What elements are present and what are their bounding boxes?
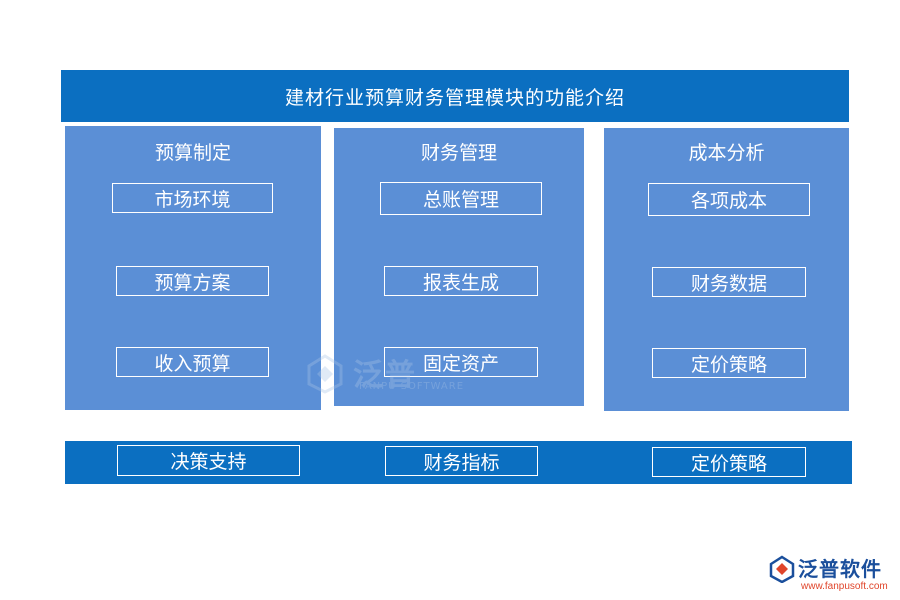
fanpu-logo-icon	[769, 555, 795, 583]
watermark: 泛普 FANPU SOFTWARE	[305, 350, 495, 398]
column-title: 财务管理	[420, 142, 497, 164]
item-box: 财务数据	[652, 267, 806, 297]
fanpu-logo-icon	[307, 354, 343, 394]
column-finance: 财务管理 总账管理 报表生成 固定资产	[334, 128, 584, 406]
item-box: 收入预算	[116, 347, 269, 377]
brand-name: 泛普软件	[798, 557, 882, 581]
brand-logo: 泛普软件 www.fanpusoft.com	[768, 553, 892, 597]
column-title: 成本分析	[688, 142, 765, 164]
item-box: 各项成本	[648, 183, 810, 216]
brand-url: www.fanpusoft.com	[801, 581, 888, 592]
bottom-item-box: 决策支持	[117, 445, 300, 476]
watermark-subtitle: FANPU SOFTWARE	[359, 381, 465, 392]
item-box: 预算方案	[116, 266, 269, 296]
column-cost: 成本分析 各项成本 财务数据 定价策略	[604, 128, 849, 411]
diagram-title: 建材行业预算财务管理模块的功能介绍	[61, 70, 849, 122]
bottom-item-box: 定价策略	[652, 447, 806, 477]
bottom-bar: 决策支持 财务指标 定价策略	[65, 441, 852, 484]
item-box: 定价策略	[652, 348, 806, 378]
column-title: 预算制定	[154, 142, 231, 164]
item-box: 市场环境	[112, 183, 273, 213]
bottom-item-box: 财务指标	[385, 446, 538, 476]
item-box: 总账管理	[380, 182, 542, 215]
column-budget: 预算制定 市场环境 预算方案 收入预算	[65, 126, 321, 410]
item-box: 固定资产	[384, 347, 538, 377]
item-box: 报表生成	[384, 266, 538, 296]
watermark-name: 泛普	[353, 358, 417, 393]
